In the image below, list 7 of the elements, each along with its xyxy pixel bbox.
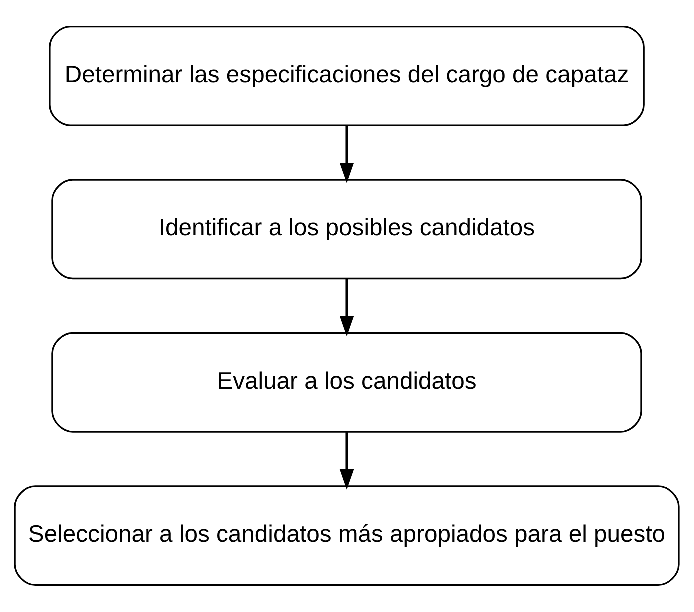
- node-box: Evaluar a los candidatos: [52, 332, 642, 433]
- node-box: Seleccionar a los candidatos más apropiados para el puesto: [14, 486, 680, 586]
- node-box: Determinar las especificaciones del cargo de capataz: [49, 26, 645, 126]
- arrow: [340, 432, 354, 490]
- arrow: [340, 126, 354, 184]
- node-box: Identificar a los posibles candidatos: [52, 179, 642, 280]
- arrow: [340, 279, 354, 337]
